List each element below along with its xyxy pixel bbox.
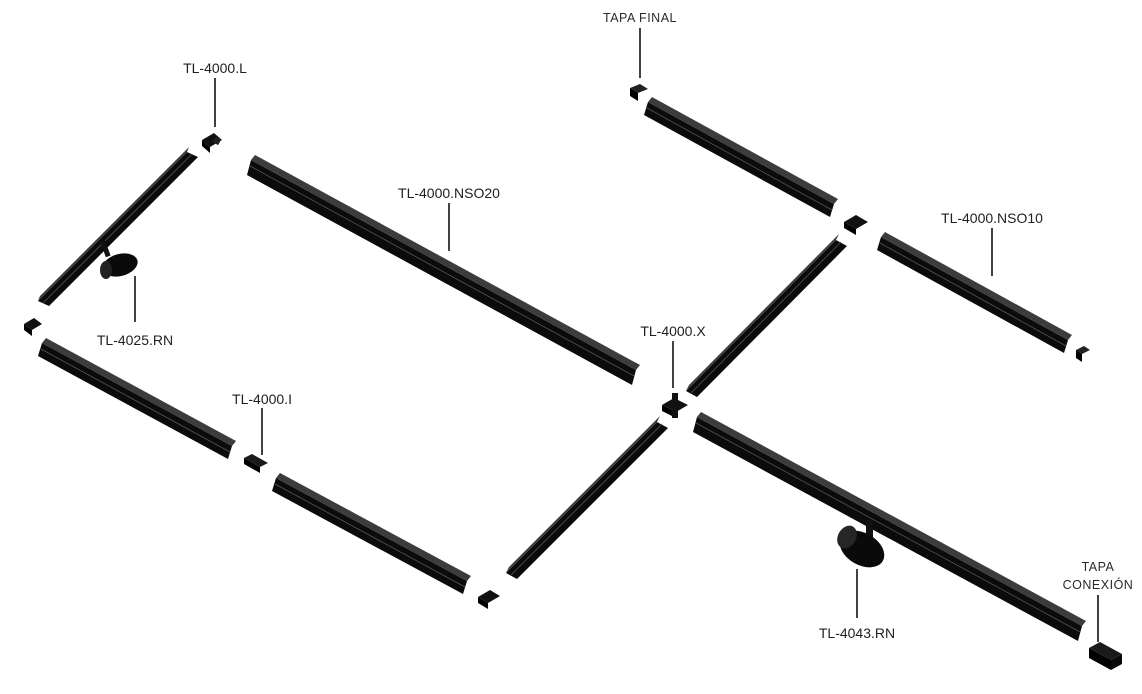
label-tl-4025-rn: TL-4025.RN [97, 332, 173, 348]
rail-nso20 [247, 155, 640, 385]
label-tapa-conexion-line2: CONEXIÓN [1063, 577, 1134, 592]
rail-rising-lower [506, 416, 668, 579]
spotlight-small [100, 240, 138, 279]
label-tl-4000-i: TL-4000.I [232, 391, 292, 407]
label-tapa-final: TAPA FINAL [603, 11, 677, 25]
end-cap-connection [1089, 642, 1122, 670]
rail-bottom-right [693, 412, 1086, 641]
connector-l-left [24, 318, 42, 336]
rail-rising-upper [686, 234, 847, 397]
connector-t [844, 215, 868, 235]
label-tapa-conexion-line1: TAPA [1082, 560, 1115, 574]
rail-nso10 [877, 232, 1072, 353]
connector-l-top [202, 133, 222, 153]
rail-bottom-middle [272, 473, 471, 594]
label-tl-4000-nso20: TL-4000.NSO20 [398, 185, 500, 201]
label-tl-4000-nso10: TL-4000.NSO10 [941, 210, 1043, 226]
spotlight-large [837, 520, 885, 568]
connector-i [244, 454, 268, 473]
label-tl-4000-x: TL-4000.X [640, 323, 706, 339]
rail-top-right [644, 97, 838, 217]
end-cap-top [630, 84, 648, 101]
end-cap-right [1076, 346, 1090, 362]
connector-l-bottom [478, 590, 500, 609]
rail-left-lower [38, 338, 236, 459]
label-tl-4000-l: TL-4000.L [183, 60, 247, 76]
label-tl-4043-rn: TL-4043.RN [819, 625, 895, 641]
rail-left-upper [38, 147, 198, 306]
connector-x [662, 393, 688, 418]
